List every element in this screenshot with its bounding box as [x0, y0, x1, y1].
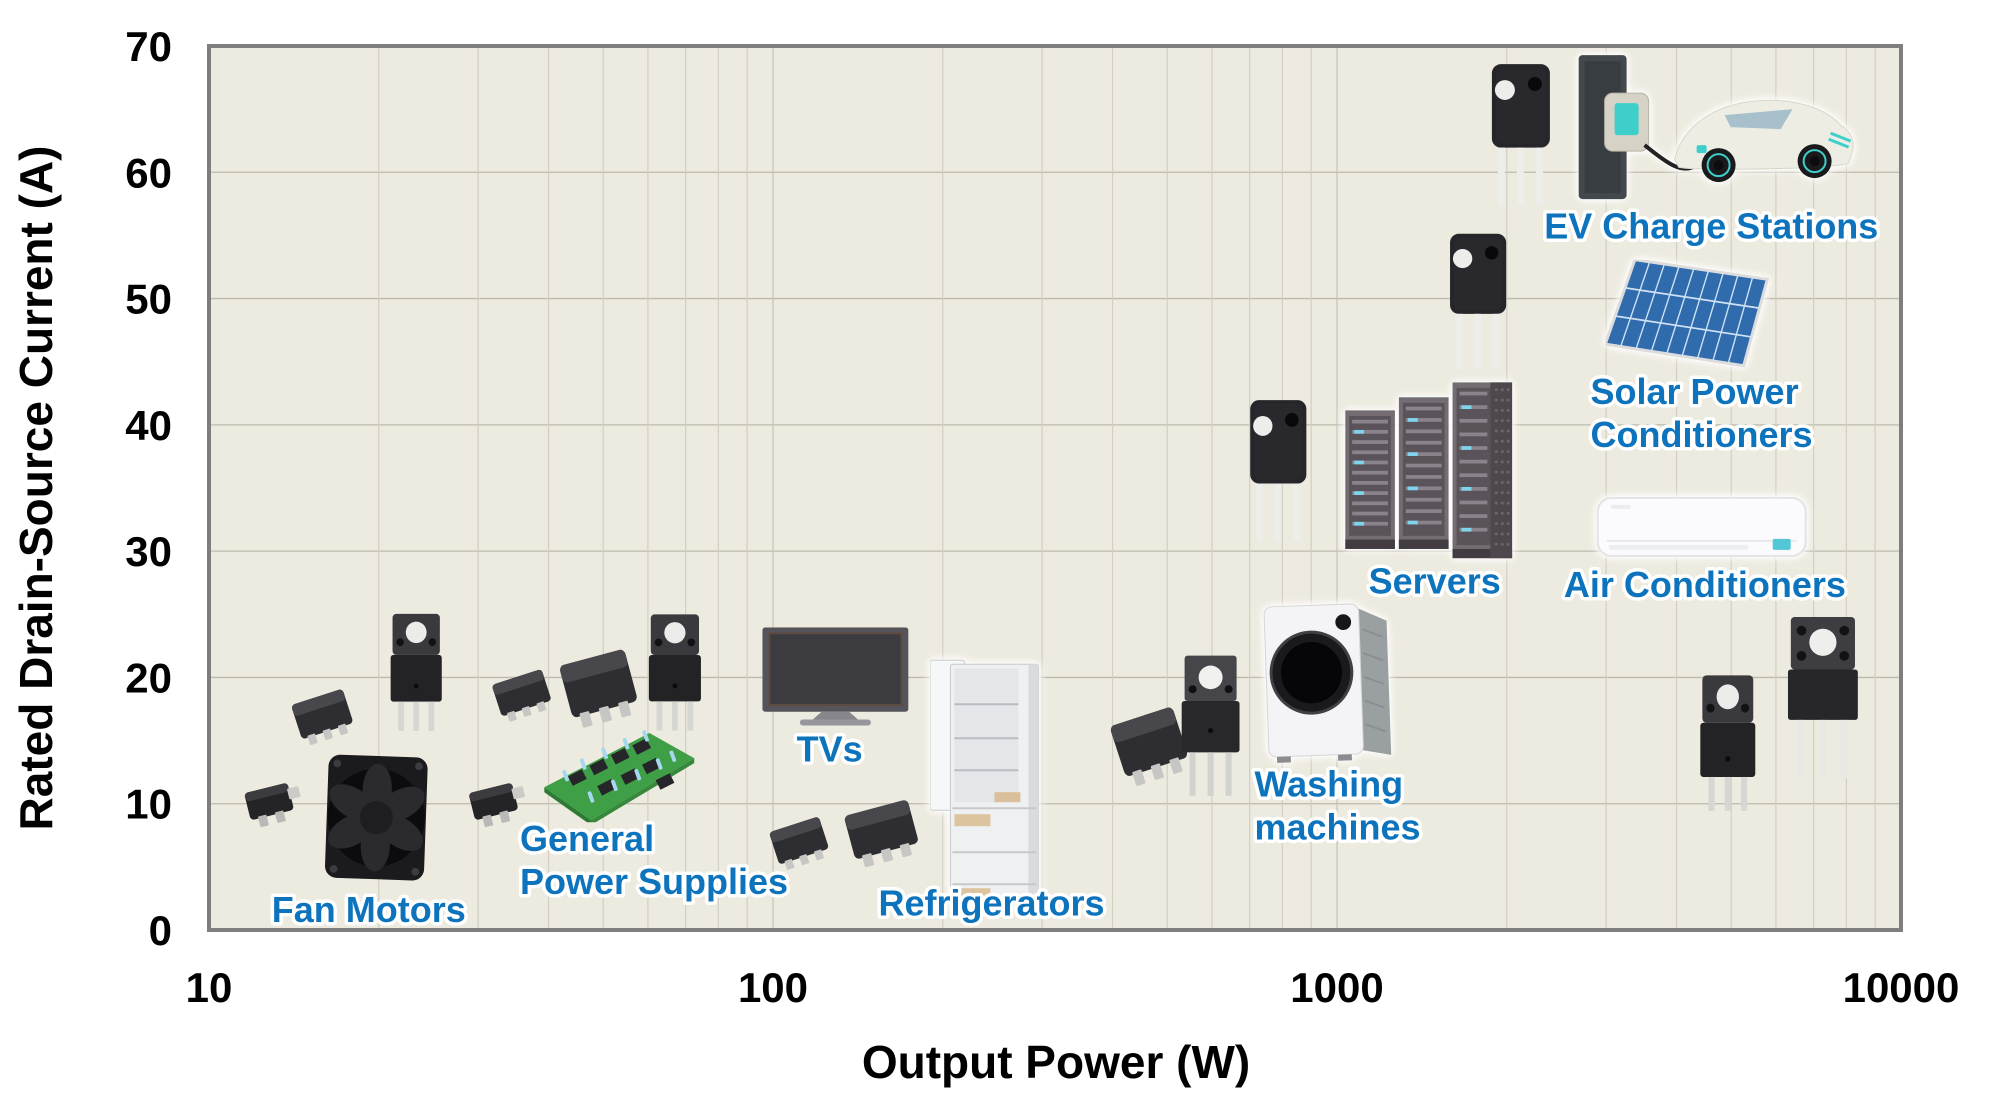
to247-package-icon — [1250, 400, 1307, 542]
y-tick-50: 50 — [125, 276, 172, 323]
refrigerators-label: Refrigerators — [878, 883, 1104, 924]
to220-washer — [1181, 655, 1240, 796]
sot89-package-icon — [244, 783, 301, 828]
fan-motor — [324, 754, 428, 881]
axis-tick-labels: 0 10 20 30 40 50 60 70 10 100 1000 10000 — [125, 23, 1959, 1011]
y-tick-0: 0 — [149, 907, 172, 954]
plot-border-rect — [207, 44, 1903, 932]
to247-package-icon — [1450, 233, 1507, 370]
to247-servers — [1250, 400, 1307, 542]
general-power-supplies-label-line-2: Power Supplies — [520, 861, 788, 902]
y-tick-10: 10 — [125, 781, 172, 828]
servers-label-line-1: Servers — [1369, 561, 1501, 602]
d2pak-package-icon — [560, 649, 637, 728]
air-conditioners-label-line-1: Air Conditioners — [1564, 564, 1846, 605]
x-tick-10: 10 — [186, 964, 233, 1011]
server-racks — [1345, 382, 1513, 559]
y-tick-70: 70 — [125, 23, 172, 70]
tv-icon — [762, 627, 909, 726]
d2pak-package-icon — [1110, 707, 1188, 786]
x-axis-title: Output Power (W) — [862, 1036, 1250, 1088]
d2pak-gps — [560, 649, 637, 728]
washing-machines-label-line-1: Washing — [1255, 764, 1404, 805]
d2pak-package-icon — [844, 800, 918, 868]
x-tick-10000: 10000 — [1843, 964, 1960, 1011]
plot-background — [209, 46, 1901, 930]
solar-power-conditioners-label-line-2: Conditioners — [1591, 414, 1813, 455]
to247-package-icon — [1491, 64, 1550, 206]
chart-items — [244, 55, 1858, 903]
tv — [762, 627, 909, 726]
refrigerator-icon — [930, 659, 1039, 903]
d2pak-washer — [1110, 707, 1188, 786]
refrigerator — [930, 659, 1039, 903]
washing-machine — [1263, 603, 1392, 763]
washing-machine-icon — [1263, 603, 1392, 763]
refrigerators-label-line-1: Refrigerators — [878, 883, 1104, 924]
fan-motor-icon — [324, 754, 428, 881]
y-tick-30: 30 — [125, 528, 172, 575]
solar-panel — [1605, 259, 1770, 368]
to247-ev — [1491, 64, 1550, 206]
dpak-package-icon — [492, 669, 551, 722]
dpak-package-icon — [769, 817, 829, 870]
tvs-label-line-1: TVs — [797, 728, 863, 769]
x-tick-100: 100 — [738, 964, 808, 1011]
to220f-package-icon — [390, 613, 442, 731]
servers-label: Servers — [1369, 561, 1501, 602]
fan-motors-label: Fan Motors — [272, 889, 466, 930]
solar-power-conditioners-label-line-1: Solar Power — [1591, 371, 1799, 412]
ev-charge-stations-label: EV Charge Stations — [1544, 206, 1878, 247]
to220f-package-icon — [648, 614, 701, 731]
fan-motors-label-line-1: Fan Motors — [272, 889, 466, 930]
plot-border — [207, 44, 1903, 932]
y-axis-title: Rated Drain-Source Current (A) — [10, 146, 62, 831]
y-tick-60: 60 — [125, 149, 172, 196]
tvs-label: TVs — [797, 728, 863, 769]
washing-machines-label-line-2: machines — [1255, 807, 1421, 848]
ev-charge-station — [1578, 55, 1854, 200]
server-rack-icon — [1345, 382, 1513, 559]
air-conditioner — [1596, 496, 1807, 557]
sot89-package-icon — [469, 783, 525, 828]
to3p-package-icon — [1787, 617, 1858, 779]
dpak-fan — [292, 689, 353, 746]
to220f-gps — [648, 614, 701, 731]
y-tick-20: 20 — [125, 654, 172, 701]
air-conditioner-icon — [1596, 496, 1807, 557]
to220f-right — [1700, 675, 1756, 811]
d2pak-fridge — [844, 800, 918, 868]
dpak-gps — [492, 669, 551, 722]
ev-charger-car-icon — [1578, 55, 1854, 200]
sot89-fan — [244, 783, 301, 828]
solar-panel-icon — [1605, 259, 1770, 368]
dpak-fridge — [769, 817, 829, 870]
to220-package-icon — [1181, 655, 1240, 796]
to220f-package-icon — [1700, 675, 1756, 811]
ev-charge-stations-label-line-1: EV Charge Stations — [1544, 206, 1878, 247]
sot89-gps — [469, 783, 525, 828]
to247-solar — [1450, 233, 1507, 370]
y-tick-40: 40 — [125, 402, 172, 449]
air-conditioners-label: Air Conditioners — [1564, 564, 1846, 605]
circuit-board-icon — [544, 730, 695, 823]
to220f-fan — [390, 613, 442, 731]
to3p-right — [1787, 617, 1858, 779]
pcb-gps — [544, 730, 695, 823]
x-tick-1000: 1000 — [1290, 964, 1383, 1011]
dpak-package-icon — [292, 689, 353, 746]
plot-area — [209, 46, 1901, 930]
general-power-supplies-label-line-1: General — [520, 818, 654, 859]
